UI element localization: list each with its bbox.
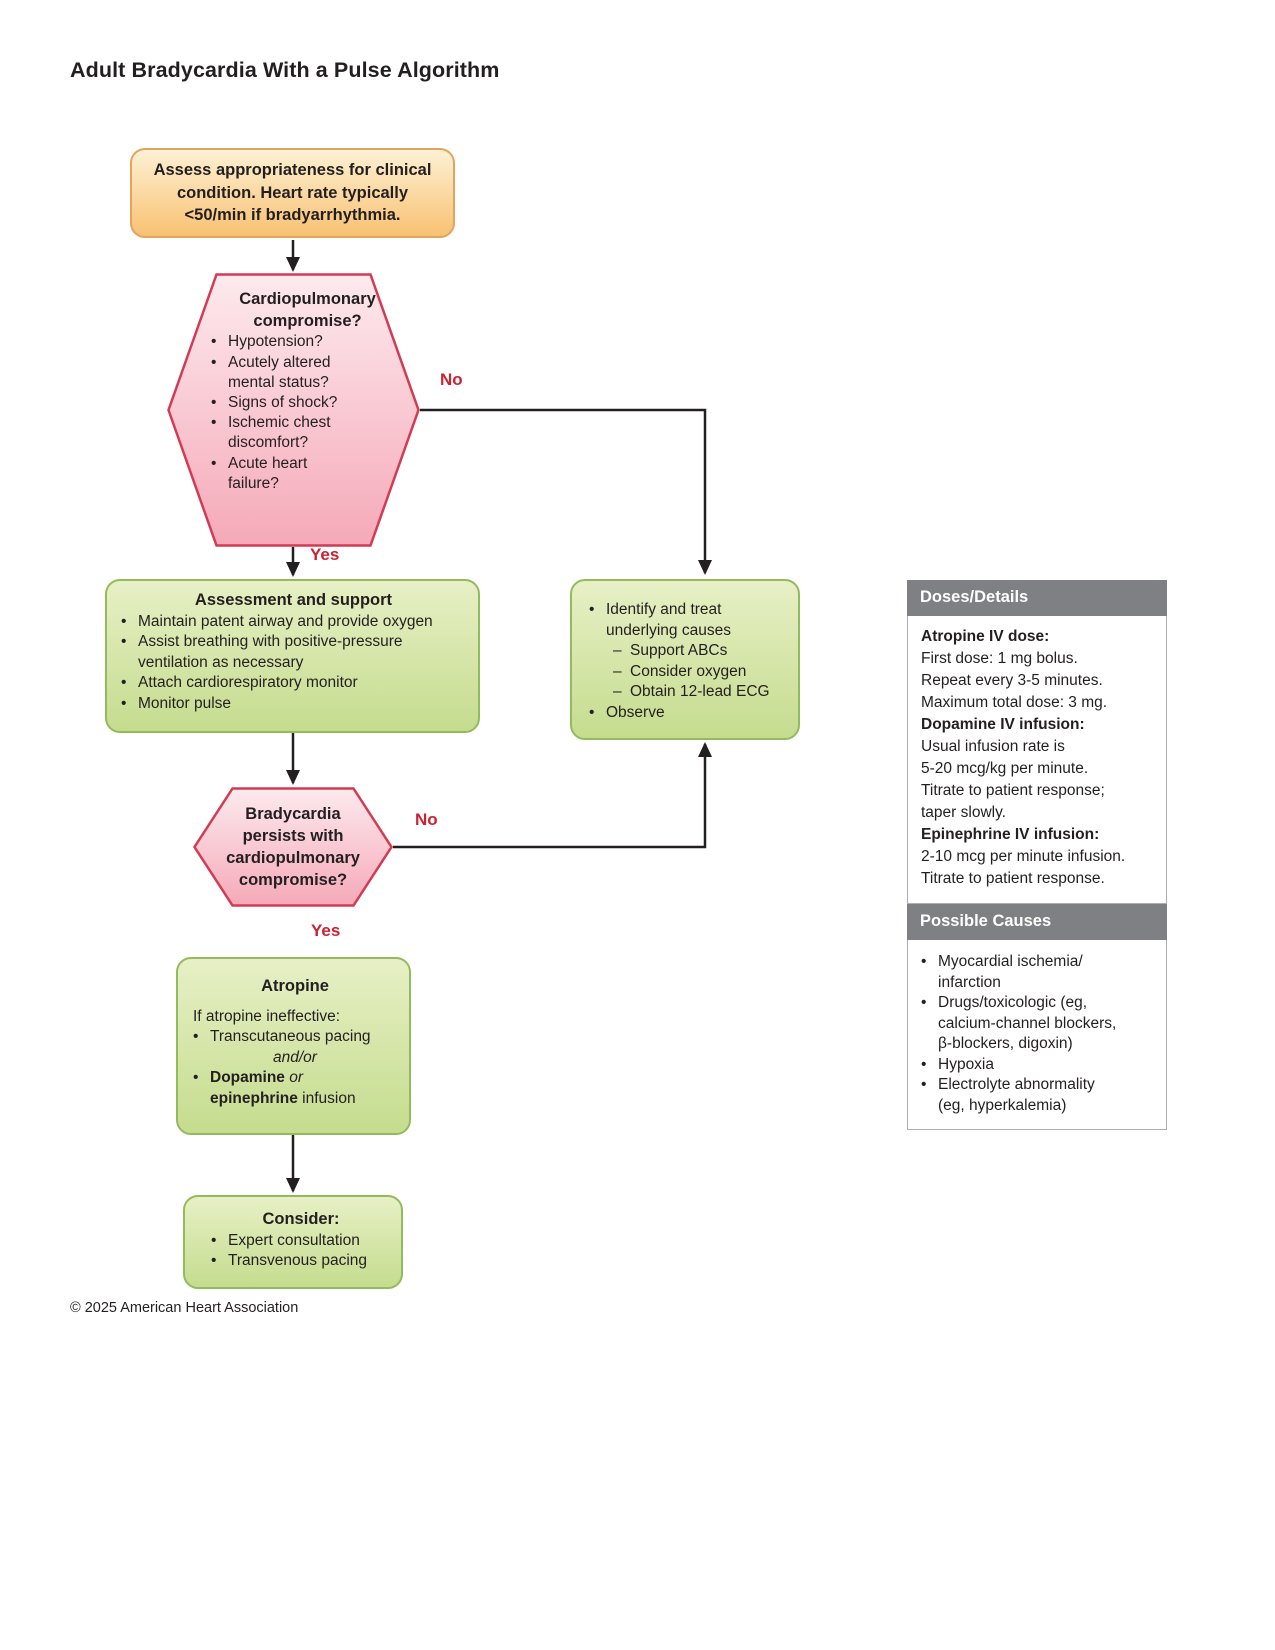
bullet-marker: • [211,353,217,371]
bullet-marker: • [921,1055,927,1073]
bullet-marker: • [211,414,217,432]
doses-details-body: Atropine IV dose: First dose: 1 mg bolus.… [907,616,1167,904]
hexagon-shape [193,787,393,907]
bullet-marker: – [613,642,622,659]
list-item: •Hypoxia [921,1055,1156,1076]
bullet-marker: • [921,1076,927,1093]
list-item: •Transcutaneous pacing [193,1027,397,1048]
assessment-support-node: Assessment and support •Maintain patent a… [105,579,480,733]
doses-details-header: Doses/Details [907,580,1167,616]
text-line: Atropine IV dose: [921,628,1050,645]
copyright-notice: © 2025 American Heart Association [70,1300,299,1316]
list-item: –Support ABCs [613,641,788,662]
possible-causes-body: •Myocardial ischemia/infarction•Drugs/to… [907,940,1167,1130]
list-item: •Assist breathing with positive-pressure… [121,633,403,671]
text-line: Usual infusion rate is [921,738,1065,755]
text-line: Assessment and support [194,591,393,609]
list-item: •Hypotension? [211,332,404,352]
text-line: Titrate to patient response; [921,782,1105,799]
bullet-marker: • [211,454,217,472]
list-item: –Consider oxygen [613,662,788,683]
text-line: Titrate to patient response. [921,870,1105,887]
text-line: Dopamine IV infusion: [921,716,1085,733]
consider-node: Consider: •Expert consultation•Transvenou… [183,1195,403,1289]
list-item: •Signs of shock? [211,393,404,413]
arrow-compromise-no [420,408,712,575]
list-item: •Myocardial ischemia/infarction [921,953,1083,991]
compromise-no-label: No [440,370,463,389]
bullet-marker: • [193,1028,199,1045]
list-item: •Attach cardiorespiratory monitor [121,673,466,694]
bullet-marker: – [613,683,622,700]
bullet-marker: • [589,703,595,721]
bullet-marker: • [121,674,127,691]
bullet-marker: • [211,1252,217,1269]
text-line: First dose: 1 mg bolus. [921,650,1078,667]
page-title: Adult Bradycardia With a Pulse Algorithm [70,58,500,82]
text-line: Atropine [261,977,329,995]
list-item: –Obtain 12-lead ECG [613,682,788,703]
list-item: •Electrolyte abnormality(eg, hyperkalemi… [921,1076,1095,1114]
bullet-marker: • [121,694,127,712]
bullet-marker: • [211,394,217,412]
possible-causes-header: Possible Causes [907,904,1167,940]
doses-details-panel: Doses/Details Atropine IV dose: First dos… [907,580,1167,1130]
text-line: 5-20 mcg/kg per minute. [921,760,1089,777]
bullet-marker: • [121,612,127,630]
bullet-marker: • [121,633,127,650]
text-line: and/or [273,1048,317,1066]
bullet-marker: • [921,953,927,970]
bullet-marker: • [211,1231,217,1249]
arrow-persists-no [393,742,712,849]
text-line: Epinephrine IV infusion: [921,826,1100,843]
text-line: Consider: [262,1210,340,1228]
list-item: •Monitor pulse [121,694,466,715]
hexagon-shape [167,273,420,547]
list-item: •Observe [589,703,788,724]
bullet-marker: • [589,601,595,618]
bullet-marker: • [211,333,217,351]
list-item: •Expert consultation [211,1231,391,1252]
bullet-marker: • [193,1069,199,1086]
list-item: •Transvenous pacing [211,1251,391,1272]
text-line: 2-10 mcg per minute infusion. [921,848,1126,865]
bullet-marker: – [613,662,622,680]
atropine-node: Atropine If atropine ineffective: •Transcu… [176,957,411,1135]
text-line: If atropine ineffective: [193,1007,341,1025]
text-line: Repeat every 3-5 minutes. [921,672,1103,689]
text-line: taper slowly. [921,804,1006,821]
list-item: •Maintain patent airway and provide oxyg… [121,612,466,633]
persists-yes-label: Yes [311,921,341,940]
compromise-yes-label: Yes [310,545,340,564]
persists-no-label: No [415,810,438,829]
list-item: •Drugs/toxicologic (eg,calcium-channel b… [921,994,1117,1052]
bullet-marker: • [921,994,927,1011]
text-line: Maximum total dose: 3 mg. [921,694,1108,711]
